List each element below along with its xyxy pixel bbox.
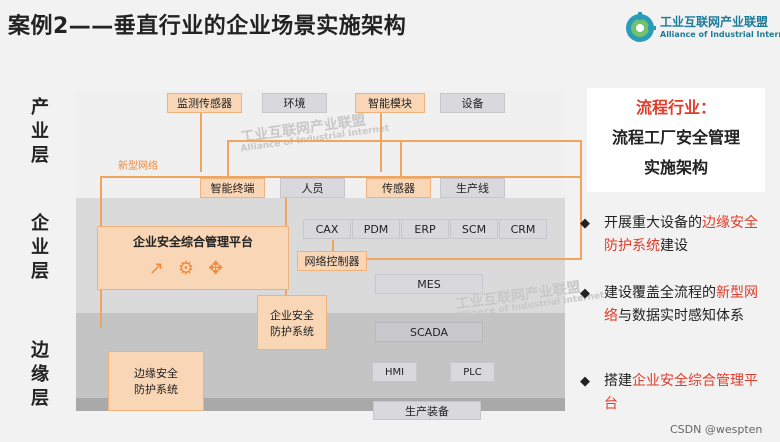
heading-line-3: 实施架构 [643, 158, 708, 177]
bullet-2: ◆ 建设覆盖全流程的新型网络与数据实时感知体系 [580, 282, 770, 328]
smart-module-box: 智能模块 [355, 93, 425, 113]
diamond-icon: ◆ [580, 286, 590, 301]
bullet-3: ◆ 搭建企业安全综合管理平台 [580, 370, 770, 416]
enterprise-platform-box: 企业安全综合管理平台 ↗⚙✥ [97, 226, 289, 290]
bullet-1-text-end: 建设 [660, 238, 688, 254]
connector [200, 112, 202, 172]
bullet-3-text: 搭建 [604, 373, 632, 389]
network-bus [100, 176, 580, 178]
sensor-box: 传感器 [366, 178, 431, 198]
connector [380, 112, 382, 172]
bullet-3-highlight: 企业安全综合管理平台 [604, 373, 758, 412]
platform-label: 企业安全综合管理平台 [132, 235, 253, 249]
logo-icon [626, 12, 656, 42]
system-pdm: PDM [352, 219, 400, 239]
mes-box: MES [375, 274, 483, 294]
system-scm: SCM [450, 219, 498, 239]
heading-line-1: 流程行业： [635, 98, 716, 117]
production-line-box: 生产线 [440, 178, 505, 198]
network-bus [332, 258, 582, 260]
bullet-1-highlight: 边缘安全防护系统 [604, 215, 758, 254]
system-crm: CRM [499, 219, 547, 239]
scenario-heading: 流程行业： 流程工厂安全管理 实施架构 [587, 88, 765, 192]
system-cax: CAX [303, 219, 351, 239]
platform-icons: ↗⚙✥ [98, 258, 288, 279]
edge-layer-label: 边 缘 层 [31, 340, 49, 409]
bullet-1: ◆ 开展重大设备的边缘安全防护系统建设 [580, 212, 770, 258]
page-title: 案例2——垂直行业的企业场景实施架构 [8, 14, 407, 39]
plc-box: PLC [450, 362, 495, 382]
scada-box: SCADA [375, 322, 483, 342]
move-icon: ✥ [208, 258, 238, 279]
system-erp: ERP [401, 219, 449, 239]
new-network-label: 新型网络 [118, 161, 158, 172]
network-bus [227, 140, 582, 142]
hmi-box: HMI [372, 362, 417, 382]
source-credit: CSDN @wespten [670, 423, 763, 436]
enterprise-layer-label: 企 业 层 [31, 213, 49, 282]
diamond-icon: ◆ [580, 374, 590, 389]
connector [400, 140, 402, 180]
logo-text-cn: 工业互联网产业联盟 [660, 15, 769, 29]
enterprise-security-box: 企业安全 防护系统 [257, 295, 327, 350]
edge-security-box: 边缘安全 防护系统 [108, 351, 204, 411]
bullet-2-text: 建设覆盖全流程的 [604, 285, 716, 301]
bullet-2-highlight: 新型网络 [604, 285, 758, 324]
alliance-logo: 工业互联网产业联盟 Alliance of Industrial Interne… [622, 10, 780, 48]
diamond-icon: ◆ [580, 216, 590, 231]
network-controller-box: 网络控制器 [297, 251, 367, 271]
equipment-box: 设备 [440, 93, 505, 113]
gear-icon: ⚙ [177, 258, 209, 279]
connector [227, 140, 229, 180]
connector [580, 140, 582, 258]
production-equipment-box: 生产装备 [373, 401, 481, 420]
bullet-1-text: 开展重大设备的 [604, 215, 702, 231]
heading-line-2: 流程工厂安全管理 [611, 128, 740, 147]
industry-layer-label: 产 业 层 [31, 97, 49, 166]
monitor-sensor-box: 监测传感器 [167, 93, 242, 113]
connector [332, 240, 334, 260]
trend-icon: ↗ [148, 258, 178, 279]
logo-text-en: Alliance of Industrial Internet [660, 30, 780, 39]
personnel-box: 人员 [280, 178, 345, 198]
environment-box: 环境 [262, 93, 327, 113]
smart-terminal-box: 智能终端 [200, 178, 265, 198]
bullet-2-text-end: 与数据实时感知体系 [618, 308, 744, 324]
